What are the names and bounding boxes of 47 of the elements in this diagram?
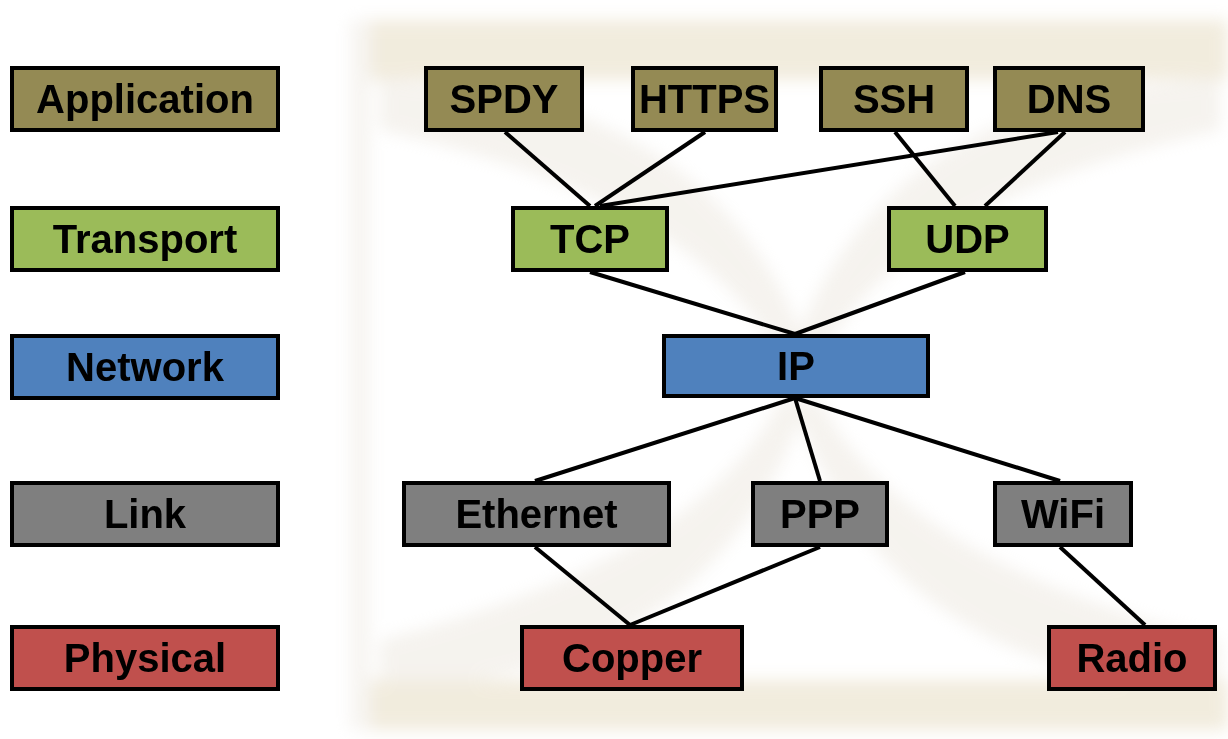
protocol-box bbox=[662, 334, 930, 398]
layer-box bbox=[10, 481, 280, 547]
protocol-box bbox=[631, 66, 778, 132]
protocol-name: Ethernet bbox=[455, 494, 618, 534]
connector-line bbox=[794, 270, 966, 336]
protocol-name: Radio bbox=[1076, 638, 1188, 678]
protocol-name: TCP bbox=[550, 219, 630, 259]
connector-line bbox=[599, 130, 1059, 208]
protocol-box bbox=[1047, 625, 1217, 691]
protocol-name: UDP bbox=[925, 219, 1010, 259]
connector-line bbox=[793, 397, 822, 482]
protocol-box bbox=[887, 206, 1048, 272]
protocol-name: SPDY bbox=[449, 79, 559, 119]
connector-line bbox=[893, 130, 957, 208]
connector-line bbox=[593, 130, 707, 208]
protocol-box bbox=[511, 206, 669, 272]
connector-line bbox=[503, 130, 592, 208]
protocol-box bbox=[993, 481, 1133, 547]
protocol-box bbox=[424, 66, 584, 132]
layer-box bbox=[10, 66, 280, 132]
layer-name: Application bbox=[36, 79, 254, 119]
protocol-name: IP bbox=[777, 346, 815, 386]
layer-name: Link bbox=[103, 494, 187, 534]
connector-line bbox=[629, 545, 821, 627]
protocol-name: DNS bbox=[1026, 79, 1112, 119]
layer-box bbox=[10, 625, 280, 691]
layer-name: Physical bbox=[63, 638, 227, 678]
connector-line bbox=[589, 270, 796, 336]
connector-line bbox=[794, 396, 1061, 483]
protocol-box bbox=[819, 66, 969, 132]
layer-name: Transport bbox=[52, 219, 238, 259]
protocol-box bbox=[520, 625, 744, 691]
protocol-name: PPP bbox=[779, 494, 860, 534]
connector-line bbox=[983, 130, 1067, 208]
protocol-box bbox=[402, 481, 671, 547]
connector-line bbox=[534, 396, 796, 483]
protocol-name: HTTPS bbox=[638, 79, 771, 119]
connector-line bbox=[1058, 545, 1147, 627]
protocol-name: WiFi bbox=[1020, 494, 1106, 534]
layer-name: Network bbox=[66, 347, 224, 387]
protocol-name: Copper bbox=[562, 638, 702, 678]
protocol-name: SSH bbox=[852, 79, 936, 119]
connector-line bbox=[533, 545, 632, 627]
protocol-box bbox=[751, 481, 889, 547]
layer-box bbox=[10, 334, 280, 400]
protocol-box bbox=[993, 66, 1145, 132]
layer-box bbox=[10, 206, 280, 272]
